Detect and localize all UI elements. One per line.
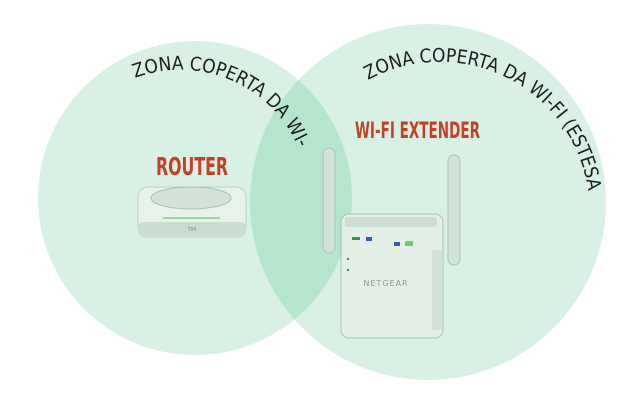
extender-device: NETGEAR: [322, 147, 461, 339]
router-brand: TIM: [187, 227, 197, 233]
extender-brand: NETGEAR: [363, 279, 408, 288]
router-title: ROUTER: [156, 152, 228, 181]
extender-title: WI-FI EXTENDER: [355, 119, 480, 144]
extender-coverage-zone: [250, 24, 606, 380]
router-device: TIM: [137, 186, 247, 238]
